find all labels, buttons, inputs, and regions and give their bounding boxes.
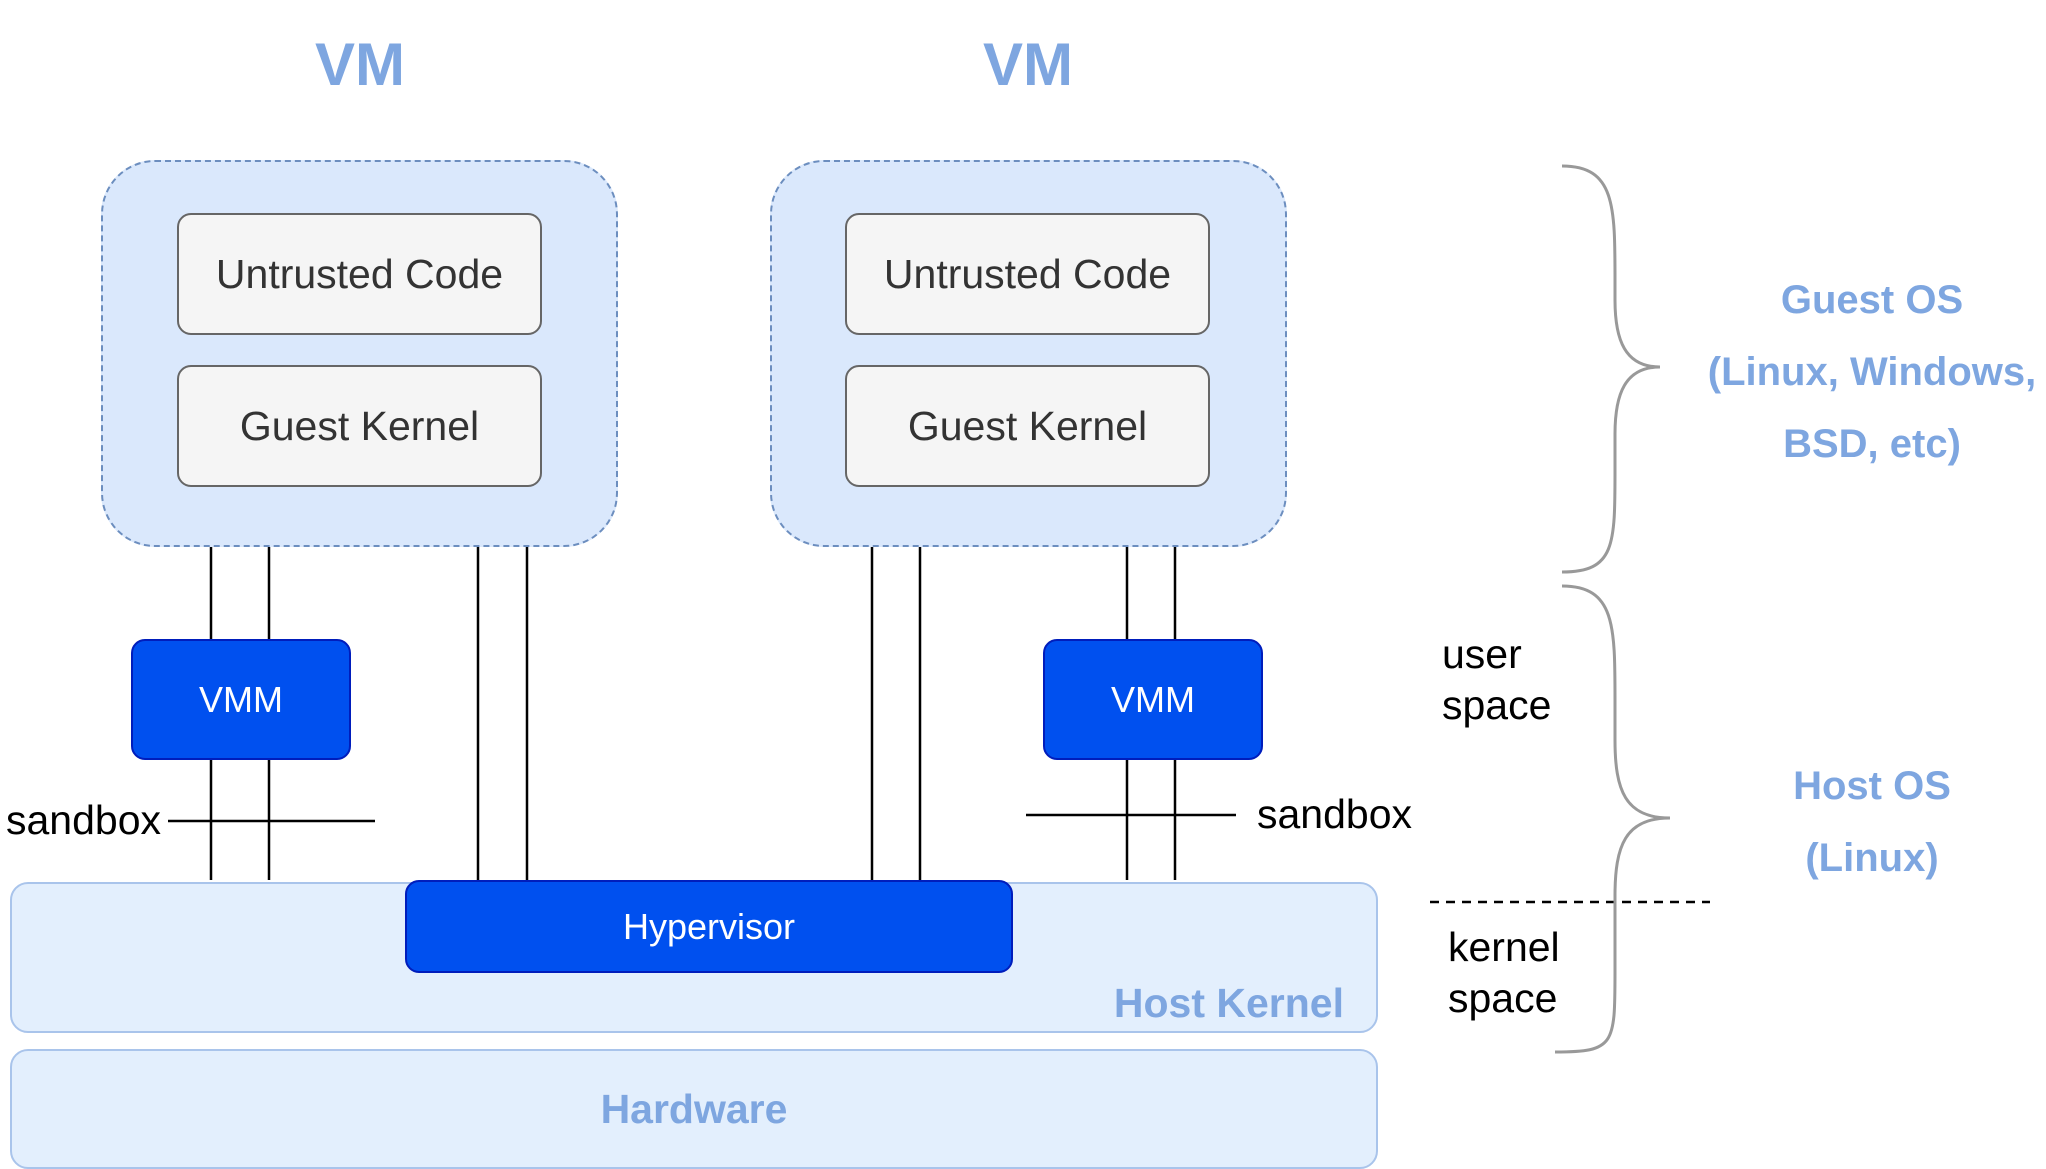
untrusted-code-box-left: Untrusted Code: [177, 213, 542, 335]
kernel-space-label: kernel space: [1448, 922, 1560, 1024]
user-space-line-1: user: [1442, 631, 1522, 677]
guest-os-brace: [1561, 164, 1661, 574]
host-os-line-1: Host OS: [1793, 764, 1951, 808]
hardware-label: Hardware: [600, 1085, 788, 1132]
host-kernel-label: Host Kernel: [1113, 980, 1344, 1026]
vmm-box-left: VMM: [131, 639, 351, 760]
sandbox-label-right: sandbox: [1257, 791, 1413, 837]
hypervisor-box: Hypervisor: [405, 880, 1013, 973]
host-os-label: Host OS (Linux): [1682, 750, 2046, 894]
guest-os-line-2: (Linux, Windows,: [1707, 350, 2037, 394]
guest-kernel-box-left: Guest Kernel: [177, 365, 542, 487]
host-os-brace: [1554, 584, 1671, 1054]
vm-title-left: VM: [315, 31, 405, 98]
guest-os-line-3: BSD, etc): [1783, 422, 1961, 466]
kernel-space-line-1: kernel: [1448, 924, 1560, 970]
hardware-box: Hardware: [10, 1049, 1378, 1169]
user-space-line-2: space: [1442, 682, 1552, 728]
guest-os-label: Guest OS (Linux, Windows, BSD, etc): [1682, 264, 2046, 480]
kernel-space-line-2: space: [1448, 975, 1558, 1021]
guest-os-line-1: Guest OS: [1780, 278, 1964, 322]
untrusted-code-box-right: Untrusted Code: [845, 213, 1210, 335]
host-os-line-2: (Linux): [1805, 836, 1939, 880]
sandbox-label-left: sandbox: [6, 797, 162, 843]
user-space-label: user space: [1442, 629, 1551, 731]
vmm-box-right: VMM: [1043, 639, 1263, 760]
guest-kernel-box-right: Guest Kernel: [845, 365, 1210, 487]
vm-title-right: VM: [983, 31, 1073, 98]
